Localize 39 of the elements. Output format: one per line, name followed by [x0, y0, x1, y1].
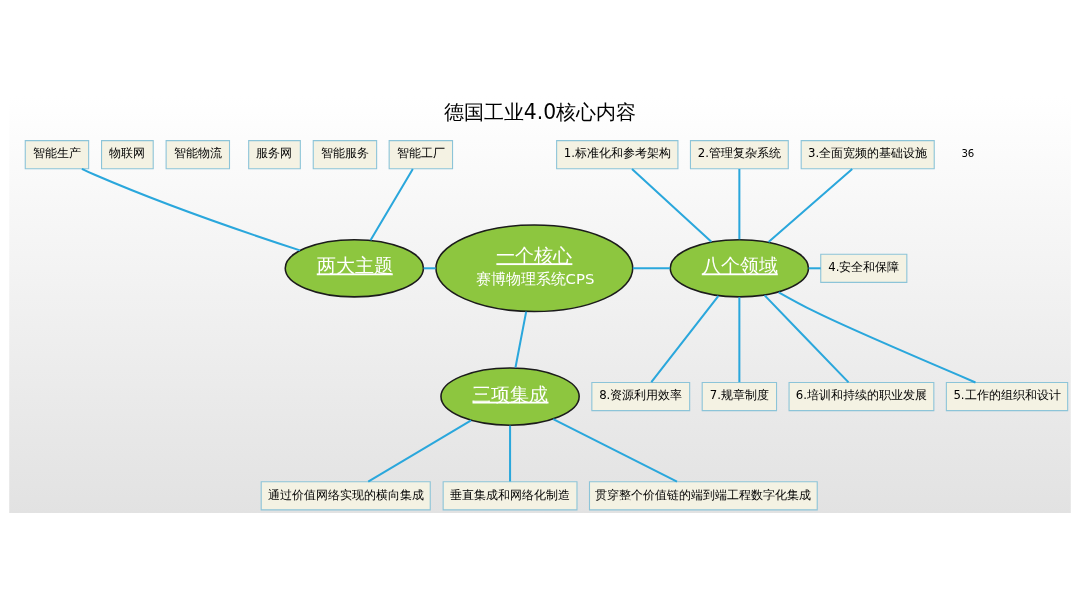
node-box: 智能物流 — [165, 139, 231, 169]
node-ellipse: 两大主题 — [284, 238, 425, 298]
node-box: 智能服务 — [312, 139, 378, 169]
connector — [632, 266, 671, 269]
label: 36 — [961, 147, 975, 159]
connector — [423, 266, 436, 269]
connector — [767, 167, 853, 243]
connector — [367, 419, 472, 482]
connector — [552, 417, 678, 483]
node-box: 服务网 — [248, 139, 301, 169]
connector — [738, 296, 741, 382]
node-box: 2.管理复杂系统 — [689, 139, 789, 169]
connector — [650, 294, 720, 383]
node-box: 1.标准化和参考架构 — [556, 139, 679, 169]
node-box: 通过价值网络实现的横向集成 — [260, 480, 431, 510]
diagram-title: 德国工业4.0核心内容 — [443, 99, 637, 124]
node-box: 6.培训和持续的职业发展 — [788, 381, 935, 411]
node-ellipse: 三项集成 — [440, 366, 580, 426]
node-box: 3.全面宽频的基础设施 — [800, 139, 935, 169]
connector — [509, 425, 512, 481]
node-box: 4.安全和保障 — [820, 253, 908, 283]
node-box: 5.工作的组织和设计 — [945, 381, 1069, 411]
node-box: 7.规章制度 — [701, 381, 778, 411]
node-box: 8.资源利用效率 — [591, 381, 691, 411]
connector — [369, 167, 414, 241]
connector — [808, 266, 821, 269]
connector — [738, 168, 741, 239]
connector — [514, 310, 528, 368]
node-box: 物联网 — [101, 139, 154, 169]
node-ellipse: 一个核心 赛博物理系统CPS — [435, 223, 634, 312]
node-box: 贯穿整个价值链的端到端工程数字化集成 — [588, 480, 818, 510]
connector — [631, 167, 713, 243]
connector — [81, 167, 301, 251]
connector — [778, 290, 976, 383]
node-ellipse: 八个领域 — [669, 238, 810, 298]
connector — [763, 294, 850, 383]
node-box: 智能工厂 — [388, 139, 454, 169]
node-box: 智能生产 — [24, 139, 90, 169]
node-box: 垂直集成和网络化制造 — [442, 480, 578, 510]
